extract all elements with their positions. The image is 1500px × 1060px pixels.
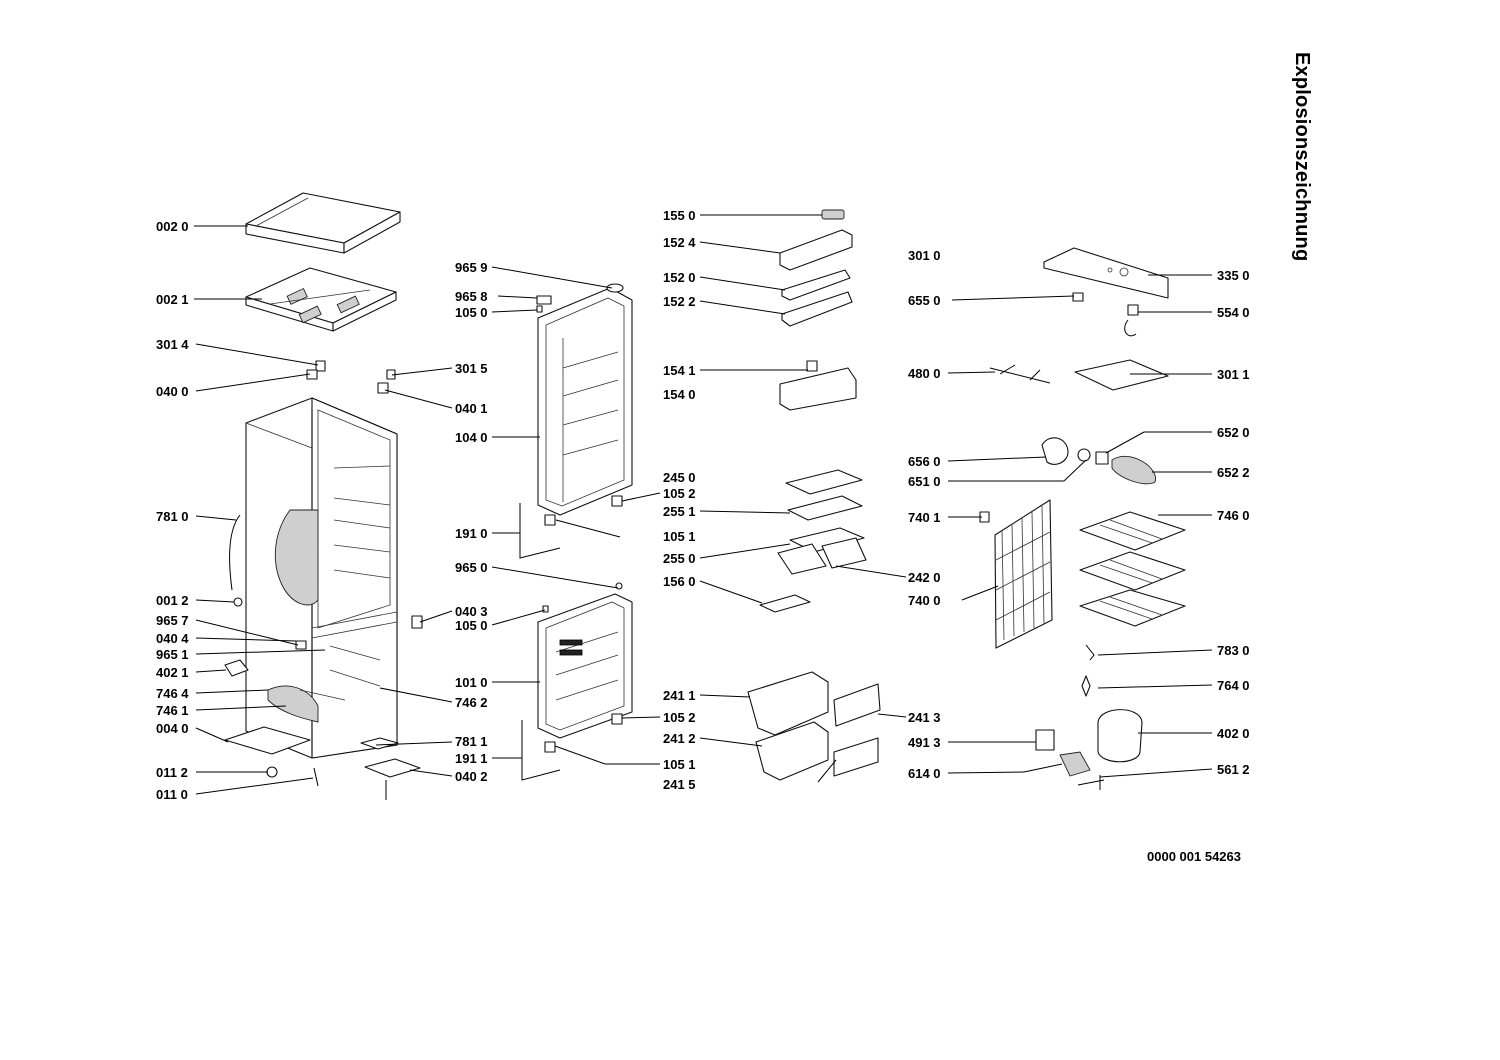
part-label: 561 2 xyxy=(1217,762,1250,777)
part-label: 301 5 xyxy=(455,361,488,376)
part-label: 154 0 xyxy=(663,387,696,402)
part-label: 105 1 xyxy=(663,529,696,544)
wire-racks xyxy=(1079,511,1186,627)
part-label: 241 3 xyxy=(908,710,941,725)
part-label: 402 0 xyxy=(1217,726,1250,741)
lower-door xyxy=(521,582,633,781)
part-label: 402 1 xyxy=(156,665,189,680)
part-label: 652 0 xyxy=(1217,425,1250,440)
part-label: 335 0 xyxy=(1217,268,1250,283)
part-label: 104 0 xyxy=(455,430,488,445)
part-label: 656 0 xyxy=(908,454,941,469)
part-label: 105 0 xyxy=(455,305,488,320)
cabinet-base-parts xyxy=(224,615,423,800)
part-label: 040 3 xyxy=(455,604,488,619)
part-label: 105 2 xyxy=(663,710,696,725)
compressor-parts xyxy=(1035,644,1143,790)
part-label: 242 0 xyxy=(908,570,941,585)
part-label: 101 0 xyxy=(455,675,488,690)
part-label: 746 0 xyxy=(1217,508,1250,523)
part-label: 301 0 xyxy=(908,248,941,263)
page-title: Explosionszeichnung xyxy=(1291,52,1313,262)
part-label: 746 1 xyxy=(156,703,189,718)
part-label: 783 0 xyxy=(1217,643,1250,658)
wiring-and-plate xyxy=(989,359,1169,391)
part-label: 152 0 xyxy=(663,270,696,285)
part-label: 965 9 xyxy=(455,260,488,275)
part-label: 614 0 xyxy=(908,766,941,781)
part-label: 191 0 xyxy=(455,526,488,541)
part-label: 746 2 xyxy=(455,695,488,710)
freezer-drawers xyxy=(747,671,881,781)
part-label: 105 0 xyxy=(455,618,488,633)
part-label: 651 0 xyxy=(908,474,941,489)
part-label: 740 1 xyxy=(908,510,941,525)
part-label: 002 0 xyxy=(156,219,189,234)
leader-lines xyxy=(194,214,1213,795)
part-label: 255 1 xyxy=(663,504,696,519)
drain-tube xyxy=(229,514,243,607)
part-label: 040 1 xyxy=(455,401,488,416)
part-label: 965 1 xyxy=(156,647,189,662)
evaporator-coil xyxy=(979,499,1053,649)
part-label: 191 1 xyxy=(455,751,488,766)
door-shelves xyxy=(779,209,857,411)
document-number: 0000 001 54263 xyxy=(1147,849,1241,864)
part-label: 965 7 xyxy=(156,613,189,628)
part-label: 491 3 xyxy=(908,735,941,750)
glass-shelves-and-crisper xyxy=(759,469,867,613)
part-label: 154 1 xyxy=(663,363,696,378)
part-label: 011 0 xyxy=(156,787,188,802)
part-label: 156 0 xyxy=(663,574,696,589)
cabinet-top-cover xyxy=(245,192,401,254)
part-label: 764 0 xyxy=(1217,678,1250,693)
part-label: 554 0 xyxy=(1217,305,1250,320)
part-label: 040 4 xyxy=(156,631,189,646)
part-label: 652 2 xyxy=(1217,465,1250,480)
part-label: 002 1 xyxy=(156,292,189,307)
upper-door xyxy=(519,283,633,559)
fan-assembly xyxy=(1041,437,1156,485)
part-label: 740 0 xyxy=(908,593,941,608)
part-label: 301 4 xyxy=(156,337,189,352)
part-label: 011 2 xyxy=(156,765,188,780)
part-label: 255 0 xyxy=(663,551,696,566)
fridge-cabinet-body xyxy=(245,397,398,759)
part-label: 152 2 xyxy=(663,294,696,309)
part-label: 155 0 xyxy=(663,208,696,223)
part-label: 781 1 xyxy=(455,734,488,749)
part-label: 241 1 xyxy=(663,688,696,703)
small-clip-parts xyxy=(306,360,396,394)
part-label: 746 4 xyxy=(156,686,189,701)
part-label: 001 2 xyxy=(156,593,189,608)
part-label: 105 2 xyxy=(663,486,696,501)
part-label: 004 0 xyxy=(156,721,189,736)
part-label: 245 0 xyxy=(663,470,696,485)
part-label: 965 0 xyxy=(455,560,488,575)
cabinet-top-tray xyxy=(245,267,397,332)
control-panel xyxy=(1043,247,1169,337)
part-label: 040 0 xyxy=(156,384,189,399)
part-label: 105 1 xyxy=(663,757,696,772)
part-label: 965 8 xyxy=(455,289,488,304)
part-label: 241 2 xyxy=(663,731,696,746)
part-label: 152 4 xyxy=(663,235,696,250)
part-label: 781 0 xyxy=(156,509,189,524)
part-label: 040 2 xyxy=(455,769,488,784)
part-labels: 002 0 002 1 301 4 040 0 781 0 001 2 965 … xyxy=(156,208,1250,802)
part-label: 480 0 xyxy=(908,366,941,381)
part-label: 301 1 xyxy=(1217,367,1250,382)
part-label: 655 0 xyxy=(908,293,941,308)
part-label: 241 5 xyxy=(663,777,696,792)
